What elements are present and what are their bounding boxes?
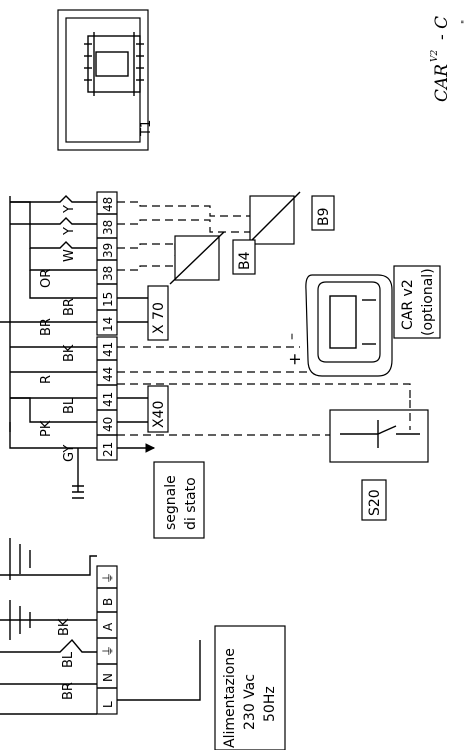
signal-arrow-icon	[145, 443, 156, 453]
connector-x70-label: X 70	[151, 302, 167, 334]
transformer-inner-frame	[65, 17, 141, 143]
wire-label-pk-40: PK	[39, 420, 54, 437]
wire-labels: Y Y W OR BR BR BK R BL PK GY	[39, 205, 77, 462]
wire-label-bk-supply: BK	[57, 618, 72, 636]
power-supply-wires: BK BL BR	[0, 538, 97, 715]
transformer-icon	[84, 32, 144, 96]
status-signal: segnale di stato	[117, 443, 205, 539]
supply-line3: 50Hz	[262, 686, 278, 722]
terminal-14: 14	[101, 317, 115, 332]
wire-label-w-39: W	[62, 249, 77, 262]
terminal-n: N	[101, 673, 115, 682]
status-signal-line1: segnale	[163, 475, 179, 530]
wire-label-bl-41: BL	[62, 397, 77, 414]
supply-line2: 230 Vac	[242, 674, 258, 730]
car-v2-label-line2: (optional)	[420, 268, 436, 336]
sensor-b9: B9	[117, 191, 335, 249]
wire-label-bk-41: BK	[62, 344, 77, 362]
terminal-44: 44	[101, 367, 115, 382]
terminal-a: A	[101, 622, 115, 631]
car-v2-device	[305, 274, 393, 377]
supply-line1: Alimentazione	[222, 648, 238, 748]
terminal-38a: 38	[101, 266, 115, 281]
terminal-block-x70: 48 38 39 38 15 14	[96, 191, 118, 336]
connector-x40-label: X40	[151, 401, 167, 428]
wire-label-r-44: R	[39, 375, 54, 384]
caption-overflow-mark: "	[461, 20, 471, 24]
wire-label-y-48: Y	[62, 205, 77, 214]
sensor-b4-label: B4	[237, 251, 253, 270]
terminal-block-supply: ⏚ B A ⏚ N L	[96, 565, 118, 715]
switch-s20-label: S20	[367, 489, 383, 516]
wire-label-bl-supply: BL	[61, 651, 76, 668]
terminal-41a: 41	[101, 392, 115, 407]
terminal-21: 21	[101, 442, 115, 457]
caption-main: CAR	[432, 64, 452, 102]
terminal-block-x40: 41 44 41 40 21	[96, 336, 118, 461]
terminal-41b: 41	[101, 342, 115, 357]
sensor-b4: B4	[117, 231, 256, 285]
terminal-earth-2: ⏚	[101, 572, 115, 584]
connector-x70-box	[147, 285, 169, 341]
terminal-48: 48	[101, 197, 115, 212]
wire-label-br-15: BR	[62, 298, 77, 316]
caption-superscript: V2	[430, 50, 440, 62]
polarity-plus: +	[285, 353, 304, 366]
terminal-38b: 38	[101, 220, 115, 235]
car-v2-label-line1: CAR v2	[400, 279, 416, 330]
terminal-l: L	[101, 701, 115, 708]
wire-label-y-38: Y	[62, 227, 77, 236]
transformer-t1: T1	[57, 9, 154, 151]
connector-x40-box	[147, 385, 169, 433]
wire-label-br-supply: BR	[61, 682, 76, 700]
switch-s20: S20	[117, 383, 429, 521]
wire-label-gy-21: GY	[62, 445, 77, 462]
supply-label-box	[214, 625, 286, 750]
terminal-earth-1: ⏚	[101, 645, 115, 657]
terminal-39: 39	[101, 243, 115, 258]
car-v2-label-box	[393, 265, 441, 339]
terminal-b: B	[101, 598, 115, 606]
wire-branches	[0, 195, 97, 499]
sensor-b9-label: B9	[316, 207, 332, 226]
supply-feed-line	[117, 640, 201, 701]
wire-label-or-38: OR	[39, 269, 54, 288]
terminal-15: 15	[101, 292, 115, 307]
status-signal-line2: di stato	[183, 477, 199, 530]
polarity-minus: –	[284, 333, 300, 340]
transformer-label: T1	[139, 120, 154, 137]
wire-label-br-14: BR	[39, 318, 54, 336]
terminal-40: 40	[101, 417, 115, 432]
caption-rest: - C	[432, 16, 452, 40]
